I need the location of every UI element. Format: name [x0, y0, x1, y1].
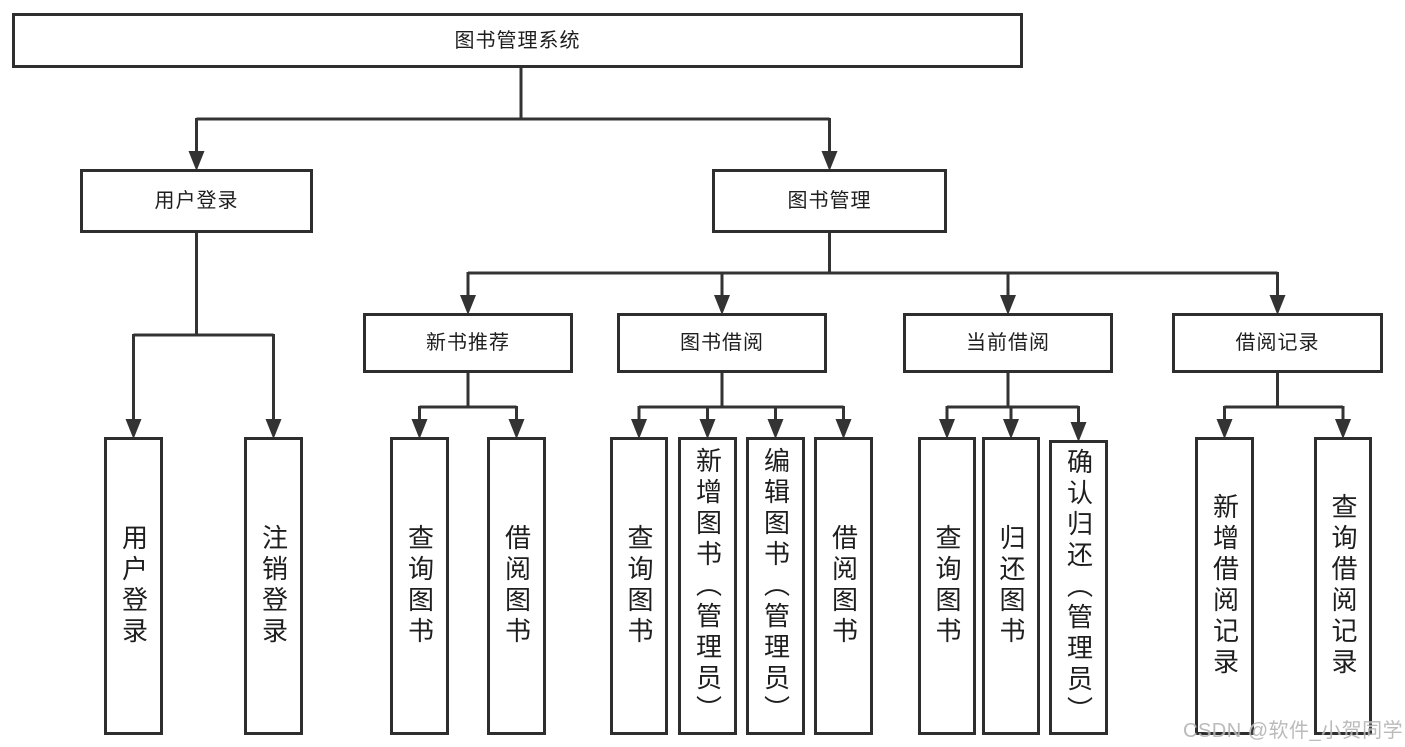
node-label: 确认归还（管理员）	[1063, 448, 1094, 727]
node-label: 查询图书	[404, 524, 435, 648]
node-root: 图书管理系统	[12, 13, 1023, 68]
node-leaf-logout: 注销登录	[244, 437, 303, 735]
arrowhead-icon	[188, 151, 205, 171]
edges-from-new-book-rec	[411, 372, 525, 439]
node-br-add-record: 新增借阅记录	[1195, 437, 1254, 735]
node-cb-query-book: 查询图书	[918, 437, 976, 735]
node-label: 查询借阅记录	[1328, 493, 1358, 679]
node-label: 新增图书（管理员）	[692, 446, 723, 726]
arrowhead-icon	[821, 151, 838, 171]
edges-from-book-mgmt	[460, 232, 1286, 315]
edges-from-root	[188, 67, 838, 171]
node-label: 查询图书	[624, 524, 654, 648]
node-label: 图书管理	[787, 190, 872, 212]
node-new-book-rec: 新书推荐	[363, 313, 573, 373]
node-label: 注销登录	[258, 524, 289, 648]
node-bb-query-book: 查询图书	[610, 437, 668, 735]
node-nb-borrow-book: 借阅图书	[487, 437, 546, 735]
node-label: 图书借阅	[680, 332, 764, 354]
node-book-borrow: 图书借阅	[617, 313, 827, 373]
node-borrow-records: 借阅记录	[1172, 313, 1383, 373]
node-label: 新增借阅记录	[1209, 493, 1240, 679]
arrowhead-icon	[411, 419, 428, 439]
watermark: CSDN @软件_小贺同学	[1183, 720, 1404, 742]
node-label: 新书推荐	[426, 332, 510, 354]
node-user-login: 用户登录	[80, 169, 313, 233]
arrowhead-icon	[125, 419, 142, 439]
node-label: 借阅图书	[501, 524, 532, 648]
arrowhead-icon	[1216, 419, 1233, 439]
node-current-borrow: 当前借阅	[903, 313, 1113, 373]
node-bb-edit-book: 编辑图书（管理员）	[746, 437, 805, 735]
edges-from-current-borrow	[939, 372, 1087, 442]
node-label: 当前借阅	[966, 332, 1050, 354]
arrowhead-icon	[508, 419, 525, 439]
node-label: 查询图书	[932, 524, 962, 648]
arrowhead-icon	[767, 419, 784, 439]
node-cb-confirm-return: 确认归还（管理员）	[1049, 440, 1108, 735]
node-leaf-user-login: 用户登录	[104, 437, 163, 735]
node-book-mgmt: 图书管理	[712, 169, 947, 233]
arrowhead-icon	[1003, 419, 1019, 439]
arrowhead-icon	[460, 295, 476, 315]
node-nb-query-book: 查询图书	[390, 437, 449, 735]
node-cb-return-book: 归还图书	[982, 437, 1040, 735]
node-label: 用户登录	[154, 190, 239, 212]
node-label: 借阅记录	[1235, 332, 1320, 354]
node-label: 编辑图书（管理员）	[760, 446, 791, 726]
arrowhead-icon	[699, 419, 716, 439]
node-br-query-record: 查询借阅记录	[1314, 437, 1372, 735]
arrowhead-icon	[1335, 419, 1351, 439]
edges-from-user-login	[125, 232, 282, 439]
arrowhead-icon	[631, 419, 647, 439]
arrowhead-icon	[1000, 295, 1016, 315]
arrowhead-icon	[939, 419, 955, 439]
arrowhead-icon	[714, 295, 730, 315]
node-bb-add-book: 新增图书（管理员）	[678, 437, 737, 735]
arrowhead-icon	[835, 419, 852, 439]
node-label: 归还图书	[996, 524, 1026, 648]
edges-from-book-borrow	[631, 372, 852, 439]
node-bb-borrow-book: 借阅图书	[814, 437, 873, 735]
arrowhead-icon	[265, 419, 282, 439]
node-label: 图书管理系统	[454, 29, 581, 52]
arrowhead-icon	[1070, 422, 1087, 442]
edges-from-borrow-records	[1216, 372, 1351, 439]
node-label: 借阅图书	[828, 524, 859, 648]
node-label: 用户登录	[118, 524, 149, 648]
arrowhead-icon	[1269, 295, 1286, 315]
